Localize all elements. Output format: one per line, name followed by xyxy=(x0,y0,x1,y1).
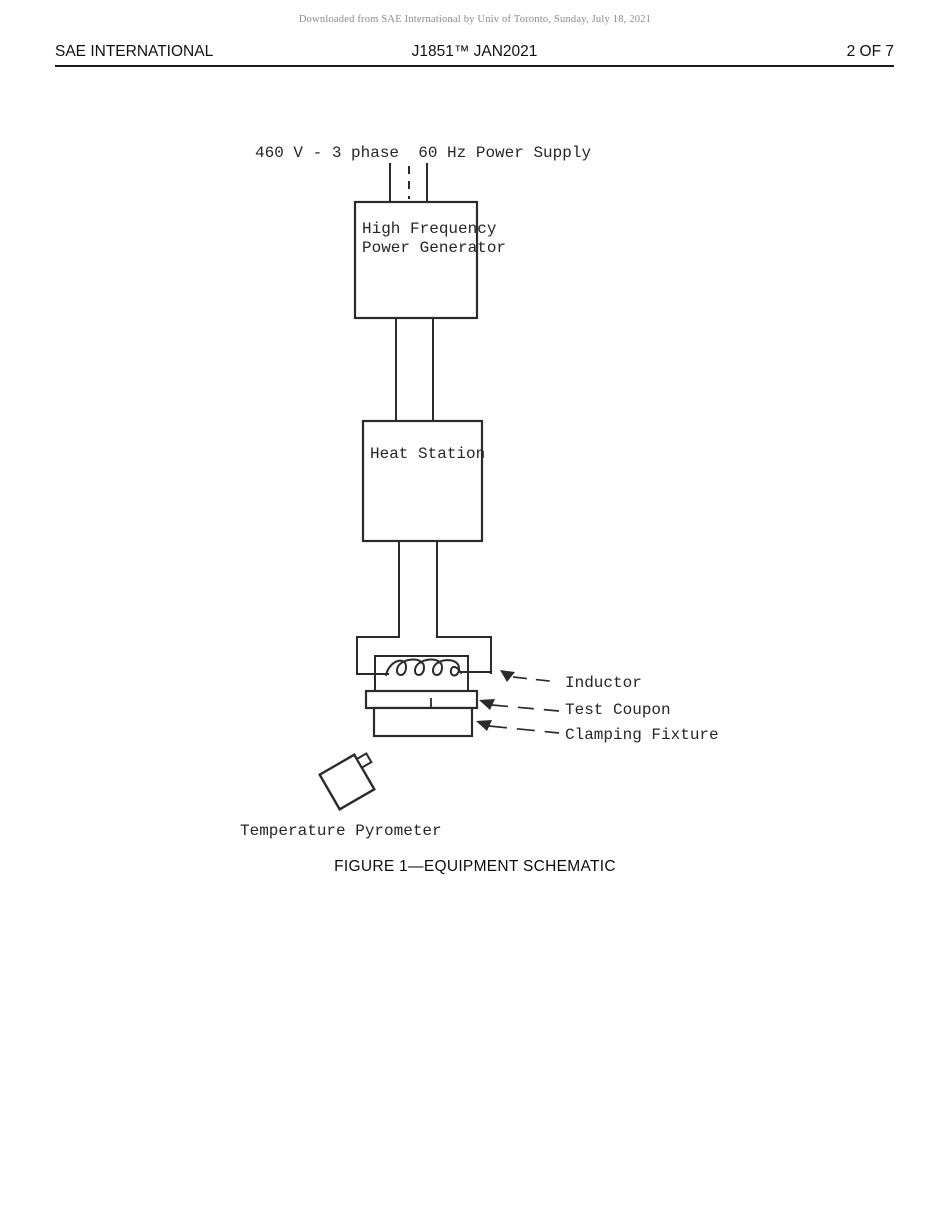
generator-box xyxy=(353,200,479,320)
inductor-label: Inductor xyxy=(565,674,642,692)
heat-station-label: Heat Station xyxy=(370,445,485,463)
power-supply-label: 460 V - 3 phase 60 Hz Power Supply xyxy=(255,144,591,162)
clamping-fixture-label: Clamping Fixture xyxy=(565,726,719,744)
test-coupon-callout-line xyxy=(491,704,560,712)
inductor-housing xyxy=(374,655,469,691)
clamping-fixture-block xyxy=(372,706,474,738)
figure-caption: FIGURE 1—EQUIPMENT SCHEMATIC xyxy=(334,858,616,875)
test-coupon-bar xyxy=(364,689,479,710)
inductor-arrowhead-icon xyxy=(500,670,515,682)
clamping-fixture-arrowhead-icon xyxy=(476,720,492,731)
inductor-lead-right xyxy=(438,636,492,674)
download-watermark: Downloaded from SAE International by Uni… xyxy=(298,14,652,25)
heat-station-box xyxy=(361,419,484,543)
pyrometer-symbol xyxy=(318,752,376,811)
generator-label-line2: Power Generator xyxy=(362,239,506,257)
induction-coil xyxy=(385,658,462,677)
test-coupon-arrowhead-icon xyxy=(479,699,495,710)
clamping-fixture-callout-line xyxy=(488,725,560,734)
header-publisher: SAE INTERNATIONAL xyxy=(55,43,214,60)
header-page-number: 2 OF 7 xyxy=(846,43,895,60)
test-coupon-label: Test Coupon xyxy=(565,701,671,719)
pyrometer-body xyxy=(318,753,376,811)
generator-label-line1: High Frequency xyxy=(362,220,497,238)
pyrometer-lens xyxy=(355,752,373,770)
inductor-lead-left xyxy=(356,636,398,675)
header-document-id: J1851™ JAN2021 xyxy=(411,43,538,60)
pyrometer-label: Temperature Pyrometer xyxy=(240,822,442,840)
inductor-callout-line xyxy=(512,676,559,683)
page-header: SAE INTERNATIONAL J1851™ JAN2021 2 OF 7 xyxy=(55,37,894,67)
